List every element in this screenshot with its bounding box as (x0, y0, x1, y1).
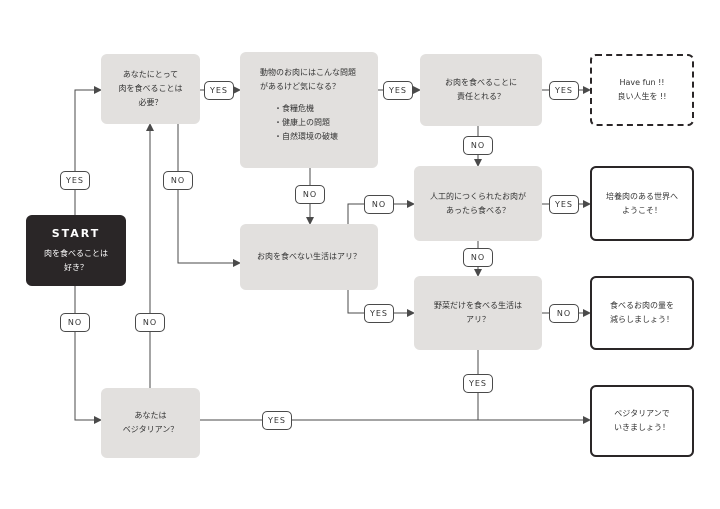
worry-bullet-2: ・健康上の問題 (274, 118, 330, 127)
label-artificial-yes: YES (549, 195, 579, 214)
responsible-line-1: お肉を食べることに (445, 78, 517, 87)
reduce-line-1: 食べるお肉の量を (610, 301, 674, 310)
veg-only-line-1: 野菜だけを食べる生活は (434, 301, 522, 310)
no-meat-life-line-1: お肉を食べない生活はアリ？ (257, 252, 361, 261)
label-no-meat-life-no: NO (364, 195, 394, 214)
cultured-line-1: 培養肉のある世界へ (606, 191, 678, 201)
worry-line-1: 動物のお肉にはこんな問題 (260, 68, 356, 77)
label-no-meat-life-yes: YES (364, 304, 394, 323)
need-meat-line-3: 必要？ (138, 98, 163, 107)
result-vegetarian: ベジタリアンで いきましょう！ (590, 385, 694, 457)
label-vegetarian-yes: YES (262, 411, 292, 430)
responsible-line-2: 責任とれる？ (457, 92, 505, 101)
label-veg-only-no: NO (549, 304, 579, 323)
result-cultured-meat: 培養肉のある世界へ ようこそ！ (590, 166, 694, 241)
start-line-2: 好き？ (64, 262, 88, 272)
vegetarian-q-line-2: ベジタリアン？ (122, 425, 179, 434)
label-vegetarian-no: NO (135, 313, 165, 332)
start-node: START 肉を食べることは 好き？ (26, 215, 126, 286)
label-worry-no: NO (295, 185, 325, 204)
question-veg-only: 野菜だけを食べる生活は アリ？ (414, 276, 542, 350)
artificial-line-1: 人工的につくられたお肉が (430, 191, 526, 201)
have-fun-line-1: Have fun !! (619, 78, 665, 87)
veg-only-line-2: アリ？ (466, 315, 490, 324)
worry-bullet-1: ・食糧危機 (274, 104, 314, 113)
question-artificial-meat: 人工的につくられたお肉が あったら食べる？ (414, 166, 542, 241)
label-artificial-no: NO (463, 248, 493, 267)
label-worry-yes: YES (383, 81, 413, 100)
worry-bullet-3: ・自然環境の破壊 (274, 132, 338, 141)
label-start-no: NO (60, 313, 90, 332)
edge-start-yes (74, 86, 102, 215)
start-line-1: 肉を食べることは (44, 248, 108, 258)
need-meat-line-1: あなたにとって (122, 70, 179, 79)
result-reduce-meat: 食べるお肉の量を 減らしましょう！ (590, 276, 694, 350)
need-meat-line-2: 肉を食べることは (118, 84, 183, 93)
label-veg-only-yes: YES (463, 374, 493, 393)
worry-line-2: があるけど気になる？ (260, 82, 340, 91)
label-responsible-yes: YES (549, 81, 579, 100)
have-fun-line-2: 良い人生を !! (617, 92, 667, 101)
label-start-yes: YES (60, 171, 90, 190)
cultured-line-2: ようこそ！ (622, 205, 662, 215)
question-need-meat: あなたにとって 肉を食べることは 必要？ (101, 54, 200, 124)
edge-need-no (177, 124, 241, 267)
question-worry: 動物のお肉にはこんな問題 があるけど気になる？ ・食糧危機 ・健康上の問題 ・自… (240, 52, 378, 168)
start-title: START (51, 226, 101, 240)
label-need-meat-yes: YES (204, 81, 234, 100)
result-have-fun: Have fun !! 良い人生を !! (590, 54, 694, 126)
vegetarian-end-line-2: いきましょう！ (614, 423, 670, 432)
question-responsible: お肉を食べることに 責任とれる？ (420, 54, 542, 126)
edge-start-no (74, 286, 102, 424)
artificial-line-2: あったら食べる？ (446, 205, 510, 215)
label-responsible-no: NO (463, 136, 493, 155)
label-need-meat-no: NO (163, 171, 193, 190)
vegetarian-q-line-1: あなたは (134, 411, 167, 420)
question-no-meat-life: お肉を食べない生活はアリ？ (240, 224, 378, 290)
reduce-line-2: 減らしましょう！ (610, 315, 674, 324)
vegetarian-end-line-1: ベジタリアンで (614, 409, 670, 418)
question-vegetarian: あなたは ベジタリアン？ (101, 388, 200, 458)
worry-bullet-list: ・食糧危機 ・健康上の問題 ・自然環境の破壊 (260, 102, 338, 144)
